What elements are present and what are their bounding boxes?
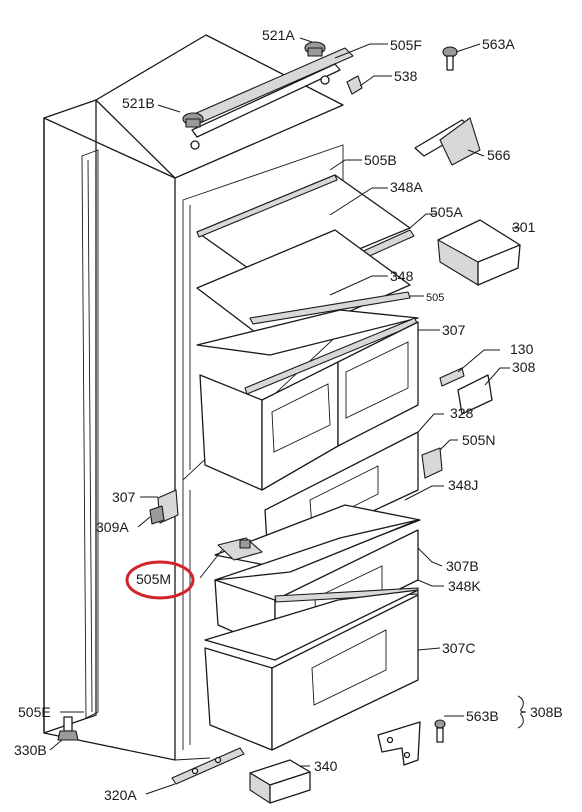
label-301: 301 [512, 219, 536, 235]
knob-521b [182, 112, 204, 128]
label-340: 340 [314, 758, 338, 774]
hinge-308 [457, 374, 493, 415]
ice-tray-301 [437, 219, 521, 286]
label-330b: 330B [14, 742, 47, 758]
label-307-upper: 307 [442, 322, 466, 338]
part-labels: 521A 505F 563A 538 521B 566 505B 348A 50… [14, 27, 563, 803]
label-307-left: 307 [112, 489, 136, 505]
clip-538 [346, 75, 363, 95]
label-505a: 505A [430, 204, 463, 220]
label-348j: 348J [448, 477, 478, 493]
hinge-505n [421, 447, 443, 479]
label-308: 308 [512, 359, 536, 375]
screw-563a [442, 46, 458, 71]
label-309a: 309A [96, 519, 129, 535]
label-521a: 521A [262, 27, 295, 43]
upper-drawer-pair-307 [196, 309, 419, 491]
foot-330b [57, 716, 79, 741]
clip-130 [439, 367, 465, 387]
label-505f: 505F [390, 37, 422, 53]
glass-shelf-348 [196, 229, 411, 346]
label-320a: 320A [104, 787, 137, 803]
label-307b: 307B [446, 558, 479, 574]
highlight-ellipse [125, 560, 195, 600]
label-130: 130 [510, 341, 534, 357]
knob-521a [304, 41, 326, 57]
hinge-320a [171, 747, 245, 785]
label-328: 328 [450, 405, 474, 421]
clip-309a [149, 505, 165, 525]
label-308b: 308B [530, 704, 563, 720]
label-505e: 505E [18, 704, 51, 720]
label-538: 538 [394, 68, 418, 84]
label-505m: 505M [136, 571, 171, 587]
label-348k: 348K [448, 578, 481, 594]
label-307c: 307C [442, 640, 475, 656]
label-505b: 505B [364, 152, 397, 168]
hinge-308b [377, 721, 421, 766]
label-563b: 563B [466, 708, 499, 724]
label-348: 348 [390, 268, 414, 284]
label-566: 566 [487, 147, 511, 163]
bracket-566 [414, 117, 481, 166]
label-505n: 505N [462, 432, 495, 448]
cabinet-body [43, 34, 344, 761]
label-521b: 521B [122, 95, 155, 111]
drawer-307c [204, 589, 419, 751]
label-505: 505 [426, 292, 444, 304]
block-340 [249, 759, 311, 804]
label-348a: 348A [390, 179, 423, 195]
label-563a: 563A [482, 36, 515, 52]
hinge-505m [217, 537, 263, 561]
leader-lines [49, 37, 527, 795]
screw-563b [434, 719, 446, 743]
top-hinge-bar [184, 47, 354, 150]
